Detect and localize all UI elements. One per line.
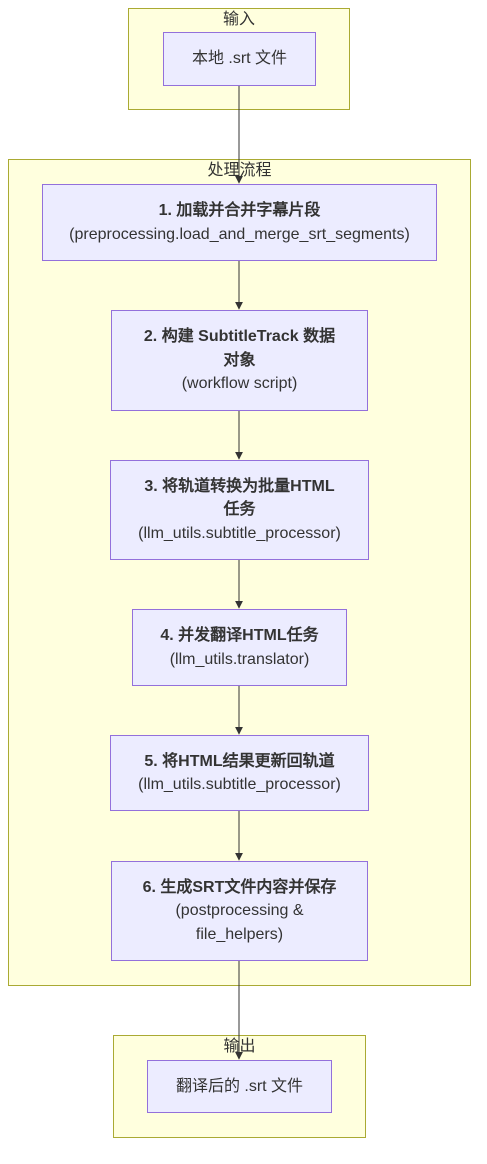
step4-title: 4. 并发翻译HTML任务 [160, 627, 319, 644]
step3-module: (llm_utils.subtitle_processor) [138, 524, 341, 542]
step5-node: 5. 将HTML结果更新回轨道 (llm_utils.subtitle_proc… [110, 735, 369, 811]
step4-module: (llm_utils.translator) [169, 650, 310, 668]
step3-title-line2: 任务 [223, 501, 256, 519]
step4-node: 4. 并发翻译HTML任务 (llm_utils.translator) [132, 609, 347, 686]
step6-module-line2: file_helpers) [195, 925, 284, 943]
step6-node: 6. 生成SRT文件内容并保存 (postprocessing & file_h… [111, 861, 368, 961]
step2-module: (workflow script) [181, 375, 298, 393]
step1-title: 1. 加载并合并字幕片段 [158, 202, 321, 219]
step3-title-line1: 3. 将轨道转换为批量HTML [144, 477, 335, 495]
input-file-node: 本地 .srt 文件 [163, 32, 316, 86]
step2-node: 2. 构建 SubtitleTrack 数据 对象 (workflow scri… [111, 310, 368, 411]
step1-module: (preprocessing.load_and_merge_srt_segmen… [69, 225, 410, 243]
step3-node: 3. 将轨道转换为批量HTML 任务 (llm_utils.subtitle_p… [110, 460, 369, 560]
input-cluster-label: 输入 [222, 11, 255, 28]
step5-module: (llm_utils.subtitle_processor) [138, 776, 341, 793]
step2-title-line2: 对象 [223, 351, 256, 369]
step5-title: 5. 将HTML结果更新回轨道 [144, 752, 335, 770]
step2-title-line1: 2. 构建 SubtitleTrack 数据 [143, 328, 336, 346]
step1-node: 1. 加载并合并字幕片段 (preprocessing.load_and_mer… [42, 184, 437, 261]
step6-title: 6. 生成SRT文件内容并保存 [142, 878, 337, 896]
output-file-label: 翻译后的 .srt 文件 [175, 1077, 304, 1095]
input-file-label: 本地 .srt 文件 [191, 50, 288, 68]
output-file-node: 翻译后的 .srt 文件 [147, 1060, 332, 1113]
step6-module-line1: (postprocessing & [175, 902, 304, 920]
